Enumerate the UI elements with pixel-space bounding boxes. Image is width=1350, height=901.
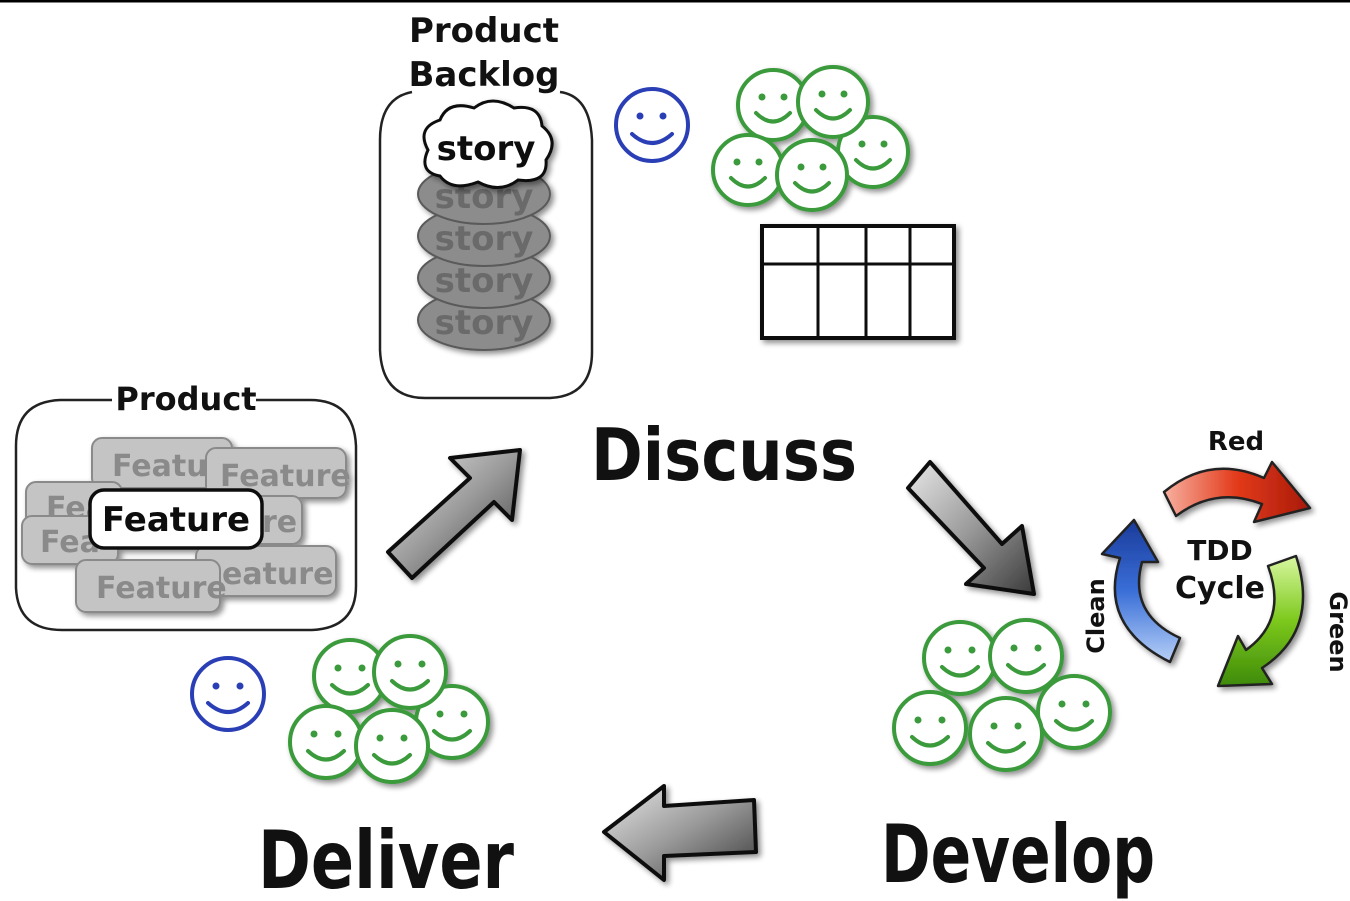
team-face	[988, 618, 1064, 694]
customer-icon-bottom	[190, 656, 266, 732]
team-face	[968, 696, 1044, 772]
tdd-red-label: Red	[1208, 427, 1264, 457]
team-face	[312, 638, 388, 714]
tdd-cycle: TDD Cycle Red Green Clean	[1082, 427, 1350, 688]
story-stack: story story story story	[417, 163, 551, 351]
product-backlog: Product Backlog story story story story	[378, 11, 594, 400]
feature-card: eature	[195, 545, 337, 597]
story-cloud-top: story	[422, 99, 554, 189]
product-title: Product	[115, 380, 256, 418]
develop-label: Develop	[881, 808, 1155, 901]
story-top-label: story	[437, 129, 536, 169]
tdd-center-line2: Cycle	[1175, 571, 1265, 606]
arrow-to-discuss	[386, 448, 522, 580]
task-board	[760, 224, 956, 340]
discuss-label: Discuss	[591, 413, 857, 497]
team-face	[922, 620, 998, 696]
feature-card-front: Feature	[88, 488, 264, 550]
svg-text:story: story	[435, 303, 534, 343]
tdd-red-arrow	[1162, 460, 1312, 524]
team-face	[836, 115, 910, 189]
tdd-blue-arrow	[1100, 518, 1182, 664]
tdd-green-arrow	[1216, 554, 1305, 688]
tdd-clean-label: Clean	[1082, 578, 1110, 653]
team-face	[354, 708, 430, 784]
tdd-center-line1: TDD	[1187, 534, 1253, 567]
svg-text:re: re	[262, 505, 297, 540]
feature-front-label: Feature	[102, 500, 250, 540]
svg-text:story: story	[435, 261, 534, 301]
team-face	[711, 133, 785, 207]
svg-text:Feature: Feature	[96, 571, 227, 606]
team-face	[892, 690, 968, 766]
team-face	[1036, 674, 1112, 750]
product-backlog-title-line1: Product	[409, 11, 559, 51]
customer-icon-top	[614, 87, 690, 163]
feature-cards: Featur Feature Fea re Fea eature Feature…	[21, 437, 351, 613]
deliver-label: Deliver	[258, 814, 514, 901]
team-face	[775, 138, 849, 212]
arrow-to-develop	[906, 460, 1036, 596]
product-backlog-frame	[378, 90, 594, 400]
product-backlog-title-line2: Backlog	[409, 55, 560, 95]
svg-text:Featur: Featur	[112, 449, 223, 484]
svg-text:eature: eature	[222, 557, 333, 592]
team-face	[288, 704, 364, 780]
svg-text:story: story	[435, 219, 534, 259]
feature-card: Featur	[91, 437, 233, 489]
team-face	[796, 65, 870, 139]
tdd-green-label: Green	[1324, 591, 1350, 672]
product-area: Product Featur Feature Fea re Fea eature…	[14, 380, 358, 632]
team-faces-top	[711, 65, 910, 212]
feature-card: Feature	[205, 447, 351, 499]
product-frame	[14, 398, 358, 632]
arrow-to-deliver	[602, 784, 758, 882]
team-faces-deliver	[288, 634, 490, 784]
team-faces-develop	[892, 618, 1112, 772]
svg-text:Feature: Feature	[220, 459, 351, 494]
feature-card: Feature	[75, 559, 227, 613]
team-face	[372, 634, 448, 710]
